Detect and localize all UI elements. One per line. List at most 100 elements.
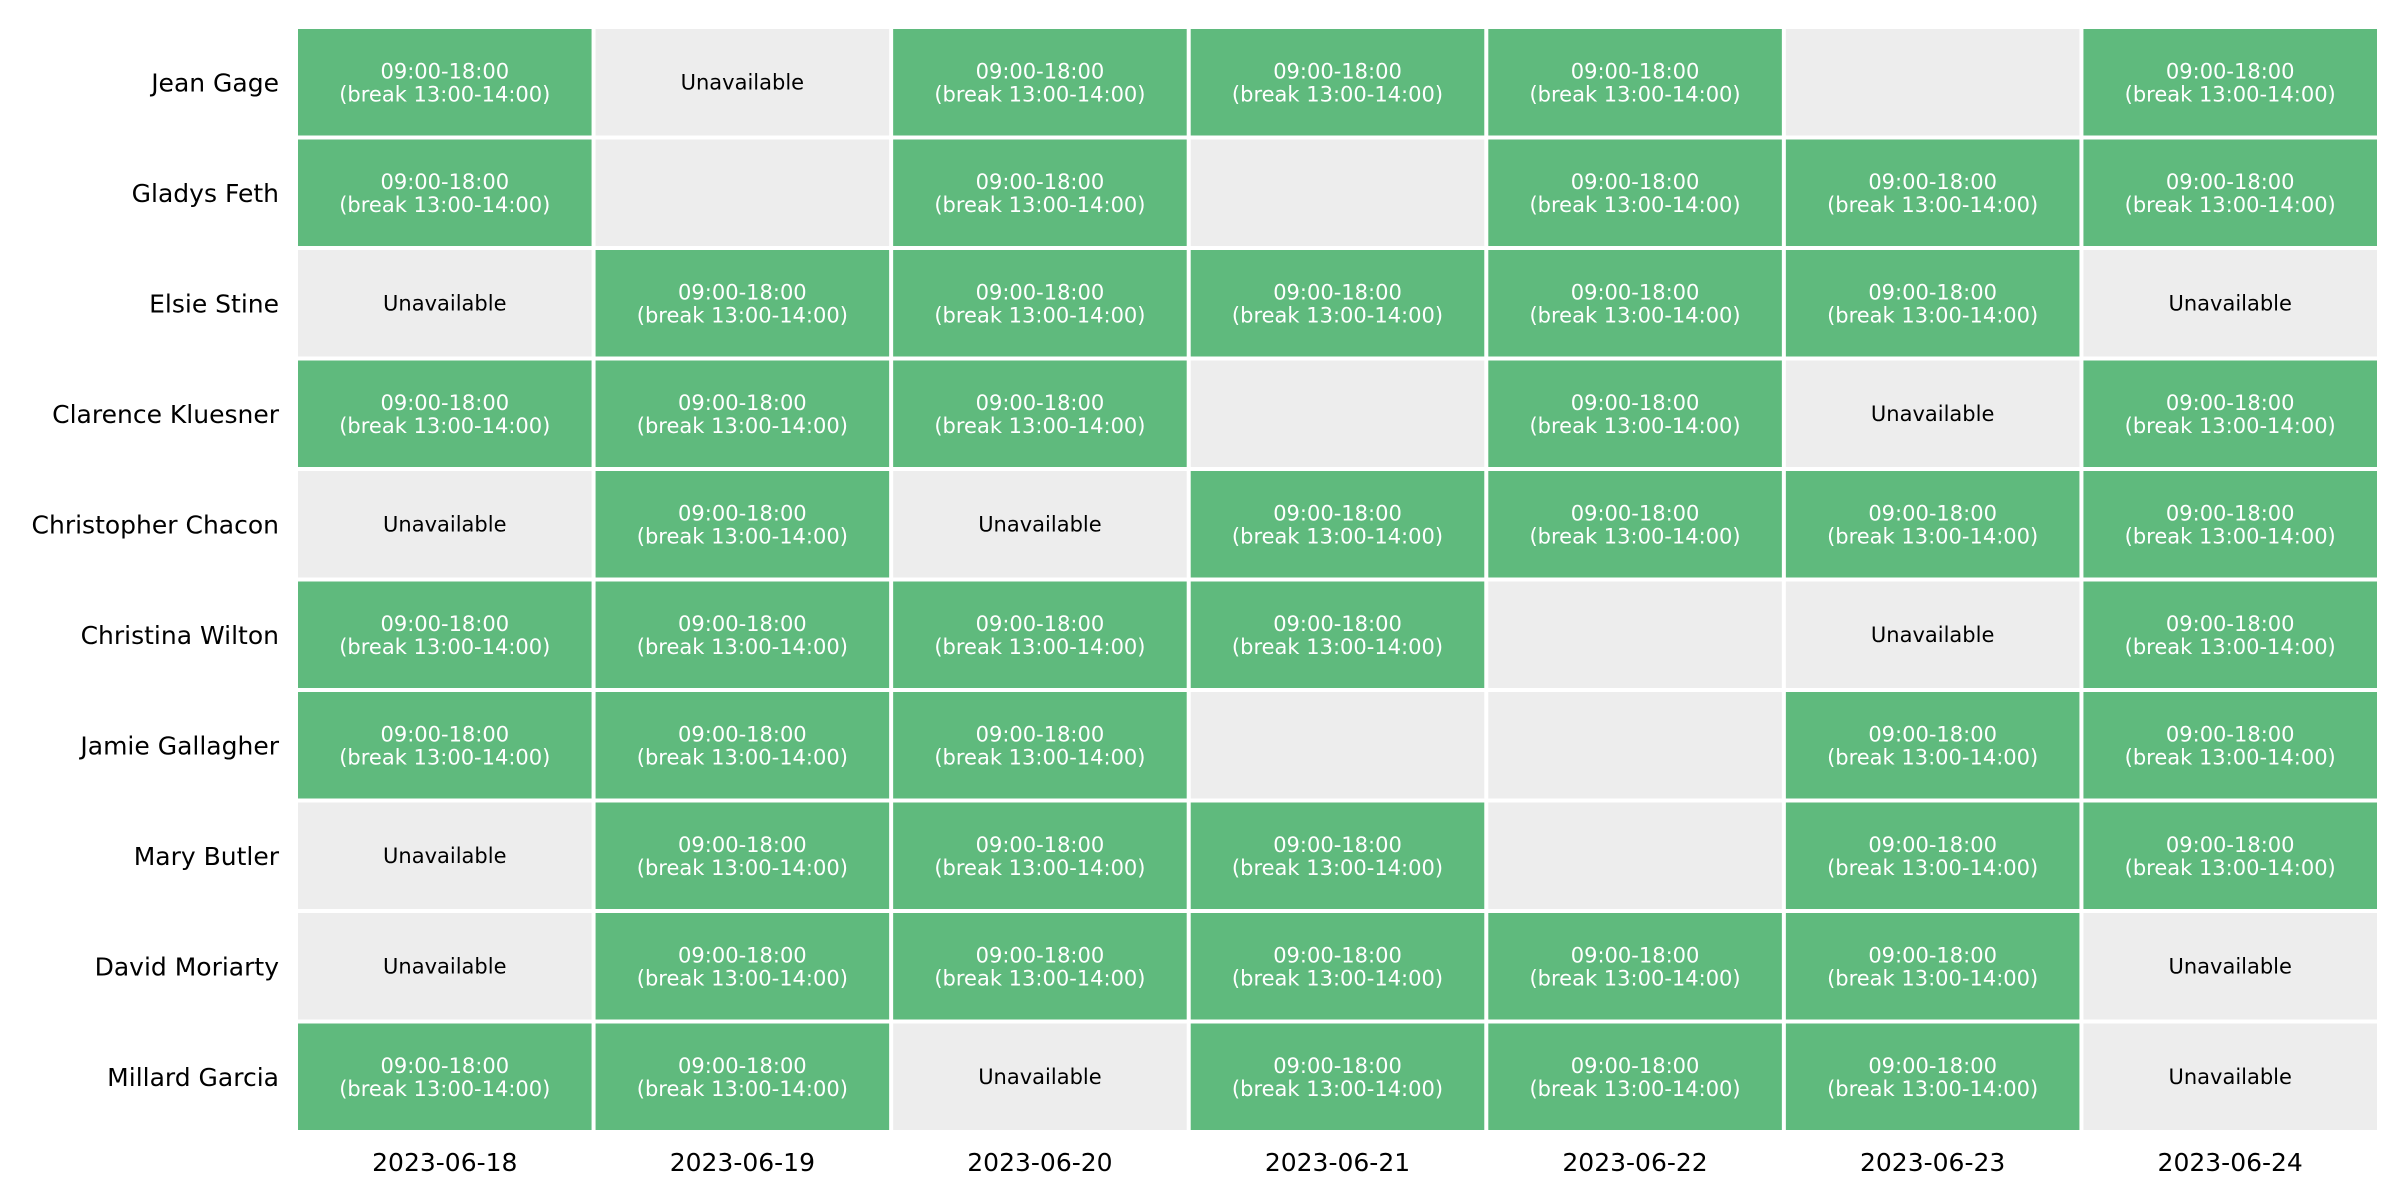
shift-time-label: 09:00-18:00 bbox=[1868, 170, 1997, 194]
shift-time-label: 09:00-18:00 bbox=[380, 391, 509, 415]
shift-break-label: (break 13:00-14:00) bbox=[2125, 856, 2336, 880]
unavailable-label: Unavailable bbox=[978, 512, 1101, 536]
empty-cell bbox=[1488, 692, 1782, 799]
shift-time-label: 09:00-18:00 bbox=[976, 943, 1105, 967]
employee-name-label: Jean Gage bbox=[149, 68, 279, 97]
employee-name-label: Christina Wilton bbox=[81, 621, 279, 650]
shift-break-label: (break 13:00-14:00) bbox=[1827, 856, 2038, 880]
employee-name-label: Gladys Feth bbox=[132, 179, 279, 208]
shift-break-label: (break 13:00-14:00) bbox=[637, 1077, 848, 1101]
shift-break-label: (break 13:00-14:00) bbox=[2125, 635, 2336, 659]
shift-break-label: (break 13:00-14:00) bbox=[2125, 745, 2336, 769]
shift-break-label: (break 13:00-14:00) bbox=[1232, 524, 1443, 548]
shift-time-label: 09:00-18:00 bbox=[678, 612, 807, 636]
shift-time-label: 09:00-18:00 bbox=[1868, 943, 1997, 967]
shift-break-label: (break 13:00-14:00) bbox=[339, 414, 550, 438]
shift-cell bbox=[595, 360, 890, 467]
shift-time-label: 09:00-18:00 bbox=[678, 943, 807, 967]
shift-break-label: (break 13:00-14:00) bbox=[1529, 414, 1740, 438]
shift-break-label: (break 13:00-14:00) bbox=[339, 193, 550, 217]
shift-cell bbox=[1190, 802, 1485, 909]
shift-cell bbox=[1785, 692, 2080, 799]
shift-cell bbox=[595, 250, 890, 357]
shift-break-label: (break 13:00-14:00) bbox=[1232, 82, 1443, 106]
shift-break-label: (break 13:00-14:00) bbox=[339, 745, 550, 769]
shift-break-label: (break 13:00-14:00) bbox=[1529, 524, 1740, 548]
employee-name-label: Christopher Chacon bbox=[32, 510, 279, 539]
shift-time-label: 09:00-18:00 bbox=[678, 501, 807, 525]
employee-name-label: Elsie Stine bbox=[149, 289, 279, 318]
shift-break-label: (break 13:00-14:00) bbox=[637, 856, 848, 880]
unavailable-cell bbox=[2083, 1023, 2377, 1130]
date-tick-label: 2023-06-22 bbox=[1562, 1148, 1707, 1177]
shift-break-label: (break 13:00-14:00) bbox=[934, 303, 1145, 327]
shift-break-label: (break 13:00-14:00) bbox=[339, 635, 550, 659]
shift-break-label: (break 13:00-14:00) bbox=[339, 1077, 550, 1101]
unavailable-cell bbox=[595, 29, 890, 136]
shift-time-label: 09:00-18:00 bbox=[976, 391, 1105, 415]
shift-break-label: (break 13:00-14:00) bbox=[1232, 635, 1443, 659]
shift-time-label: 09:00-18:00 bbox=[2166, 722, 2295, 746]
shift-time-label: 09:00-18:00 bbox=[1571, 280, 1700, 304]
employee-name-label: Mary Butler bbox=[134, 842, 280, 871]
shift-time-label: 09:00-18:00 bbox=[1868, 1054, 1997, 1078]
unavailable-label: Unavailable bbox=[2168, 1065, 2291, 1089]
shift-break-label: (break 13:00-14:00) bbox=[1827, 1077, 2038, 1101]
shift-time-label: 09:00-18:00 bbox=[1273, 280, 1402, 304]
shift-cell bbox=[298, 581, 592, 688]
shift-time-label: 09:00-18:00 bbox=[380, 59, 509, 83]
shift-cell bbox=[1488, 471, 1782, 578]
shift-break-label: (break 13:00-14:00) bbox=[1827, 745, 2038, 769]
shift-cell bbox=[298, 1023, 592, 1130]
shift-cell bbox=[2083, 471, 2377, 578]
shift-time-label: 09:00-18:00 bbox=[1571, 59, 1700, 83]
shift-break-label: (break 13:00-14:00) bbox=[934, 856, 1145, 880]
employee-name-label: Clarence Kluesner bbox=[52, 400, 280, 429]
shift-break-label: (break 13:00-14:00) bbox=[1529, 193, 1740, 217]
shift-break-label: (break 13:00-14:00) bbox=[339, 82, 550, 106]
shift-time-label: 09:00-18:00 bbox=[1571, 391, 1700, 415]
unavailable-label: Unavailable bbox=[2168, 291, 2291, 315]
unavailable-cell bbox=[893, 471, 1187, 578]
shift-cell bbox=[1785, 913, 2080, 1020]
shift-time-label: 09:00-18:00 bbox=[380, 1054, 509, 1078]
shift-time-label: 09:00-18:00 bbox=[1273, 612, 1402, 636]
date-tick-label: 2023-06-21 bbox=[1265, 1148, 1410, 1177]
shift-break-label: (break 13:00-14:00) bbox=[1529, 966, 1740, 990]
empty-cell bbox=[1190, 360, 1485, 467]
unavailable-cell bbox=[298, 802, 592, 909]
shift-time-label: 09:00-18:00 bbox=[2166, 170, 2295, 194]
shift-break-label: (break 13:00-14:00) bbox=[934, 82, 1145, 106]
shift-break-label: (break 13:00-14:00) bbox=[637, 745, 848, 769]
shift-cell bbox=[1488, 360, 1782, 467]
unavailable-label: Unavailable bbox=[383, 512, 506, 536]
empty-cell bbox=[1190, 692, 1485, 799]
unavailable-cell bbox=[298, 913, 592, 1020]
shift-break-label: (break 13:00-14:00) bbox=[1529, 1077, 1740, 1101]
shift-time-label: 09:00-18:00 bbox=[380, 170, 509, 194]
shift-time-label: 09:00-18:00 bbox=[1273, 943, 1402, 967]
shift-break-label: (break 13:00-14:00) bbox=[637, 966, 848, 990]
shift-break-label: (break 13:00-14:00) bbox=[2125, 193, 2336, 217]
shift-break-label: (break 13:00-14:00) bbox=[1232, 303, 1443, 327]
shift-break-label: (break 13:00-14:00) bbox=[1232, 966, 1443, 990]
shift-time-label: 09:00-18:00 bbox=[1571, 170, 1700, 194]
shift-break-label: (break 13:00-14:00) bbox=[1827, 193, 2038, 217]
unavailable-cell bbox=[298, 471, 592, 578]
shift-cell bbox=[1190, 471, 1485, 578]
shift-time-label: 09:00-18:00 bbox=[678, 391, 807, 415]
shift-cell bbox=[595, 802, 890, 909]
shift-cell bbox=[298, 360, 592, 467]
shift-time-label: 09:00-18:00 bbox=[1273, 833, 1402, 857]
shift-time-label: 09:00-18:00 bbox=[678, 833, 807, 857]
unavailable-cell bbox=[893, 1023, 1187, 1130]
shift-cell bbox=[893, 692, 1187, 799]
shift-break-label: (break 13:00-14:00) bbox=[934, 745, 1145, 769]
unavailable-label: Unavailable bbox=[1871, 402, 1994, 426]
shift-cell bbox=[1488, 913, 1782, 1020]
shift-cell bbox=[1190, 29, 1485, 136]
unavailable-label: Unavailable bbox=[2168, 954, 2291, 978]
